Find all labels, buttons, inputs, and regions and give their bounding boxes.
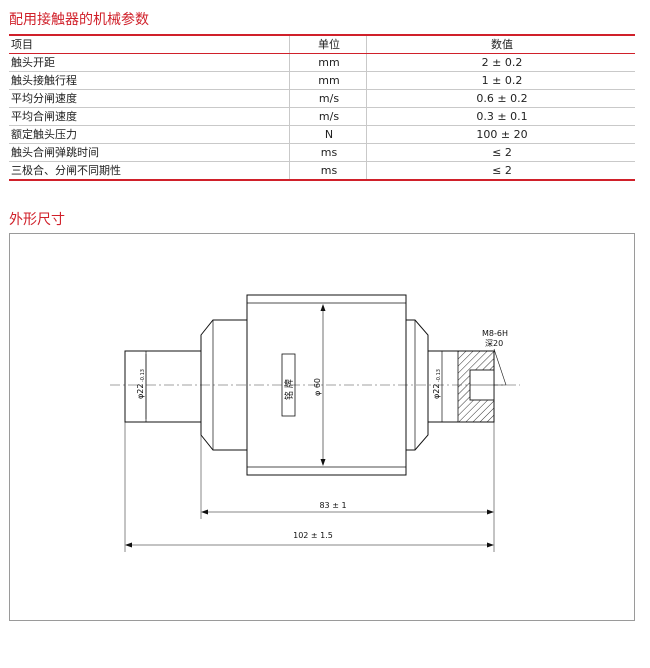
left-shaft-tolerance-label: -0.13	[140, 369, 146, 382]
cell-value: ≤ 2	[366, 143, 635, 162]
cell-item: 三极合、分闸不同期性	[9, 161, 290, 181]
cell-value: 0.3 ± 0.1	[366, 107, 635, 126]
body-diameter-label: φ 60	[313, 378, 322, 396]
cell-value: 100 ± 20	[366, 125, 635, 144]
overall-length-arrow-right	[487, 542, 494, 548]
cell-item: 额定触头压力	[9, 125, 290, 144]
mech-params-table: 项目 单位 数值 触头开距 mm 2 ± 0.2 触头接触行程 mm 1 ± 0…	[9, 34, 635, 181]
table-row: 触头合闸弹跳时间 ms ≤ 2	[9, 143, 635, 162]
overall-length-arrow-left	[125, 542, 132, 548]
table-row: 触头接触行程 mm 1 ± 0.2	[9, 71, 635, 90]
body-length-arrow-right	[487, 509, 494, 515]
cell-item: 触头接触行程	[9, 71, 290, 90]
thread-leader-line	[493, 348, 507, 386]
cell-value: 1 ± 0.2	[366, 71, 635, 90]
cell-value: 0.6 ± 0.2	[366, 89, 635, 108]
cell-value: 2 ± 0.2	[366, 53, 635, 72]
table-row: 额定触头压力 N 100 ± 20	[9, 125, 635, 144]
right-shaft-diameter-label: φ22	[432, 384, 441, 399]
cell-unit: ms	[289, 161, 367, 181]
left-shaft-diameter-label: φ22	[136, 384, 145, 399]
cell-unit: mm	[289, 53, 367, 72]
cell-item: 平均合闸速度	[9, 107, 290, 126]
overall-length-label: 102 ± 1.5	[293, 531, 333, 540]
cell-unit: mm	[289, 71, 367, 90]
cell-item: 平均分闸速度	[9, 89, 290, 108]
cell-item: 触头开距	[9, 53, 290, 72]
nameplate-label: 铭 牌	[283, 379, 295, 400]
table-header-row: 项目 单位 数值	[9, 34, 635, 54]
cell-unit: N	[289, 125, 367, 144]
table-row: 平均分闸速度 m/s 0.6 ± 0.2	[9, 89, 635, 108]
table-row: 触头开距 mm 2 ± 0.2	[9, 53, 635, 72]
body-length-label: 83 ± 1	[319, 501, 346, 510]
dimension-drawing: φ22 -0.13 铭 牌 φ 60 φ22 -0.13 M8-6H 深20	[110, 294, 520, 552]
table-row: 平均合闸速度 m/s 0.3 ± 0.1	[9, 107, 635, 126]
nameplate	[281, 353, 296, 417]
thread-depth-label: 深20	[485, 339, 503, 348]
cell-value: ≤ 2	[366, 161, 635, 181]
body-diameter-arrow-bottom	[320, 459, 326, 466]
col-header-unit: 单位	[289, 34, 367, 54]
dimension-drawing-frame: φ22 -0.13 铭 牌 φ 60 φ22 -0.13 M8-6H 深20	[9, 233, 635, 621]
cell-unit: ms	[289, 143, 367, 162]
thread-spec-label: M8-6H	[482, 329, 508, 338]
table-row: 三极合、分闸不同期性 ms ≤ 2	[9, 161, 635, 181]
col-header-item: 项目	[9, 34, 290, 54]
cell-item: 触头合闸弹跳时间	[9, 143, 290, 162]
mech-params-title: 配用接触器的机械参数	[9, 12, 149, 28]
body-diameter-arrow-top	[320, 304, 326, 311]
body-length-arrow-left	[201, 509, 208, 515]
cell-unit: m/s	[289, 89, 367, 108]
right-shaft-tolerance-label: -0.13	[436, 369, 442, 382]
dimensions-title: 外形尺寸	[9, 212, 65, 228]
cell-unit: m/s	[289, 107, 367, 126]
col-header-value: 数值	[366, 34, 635, 54]
